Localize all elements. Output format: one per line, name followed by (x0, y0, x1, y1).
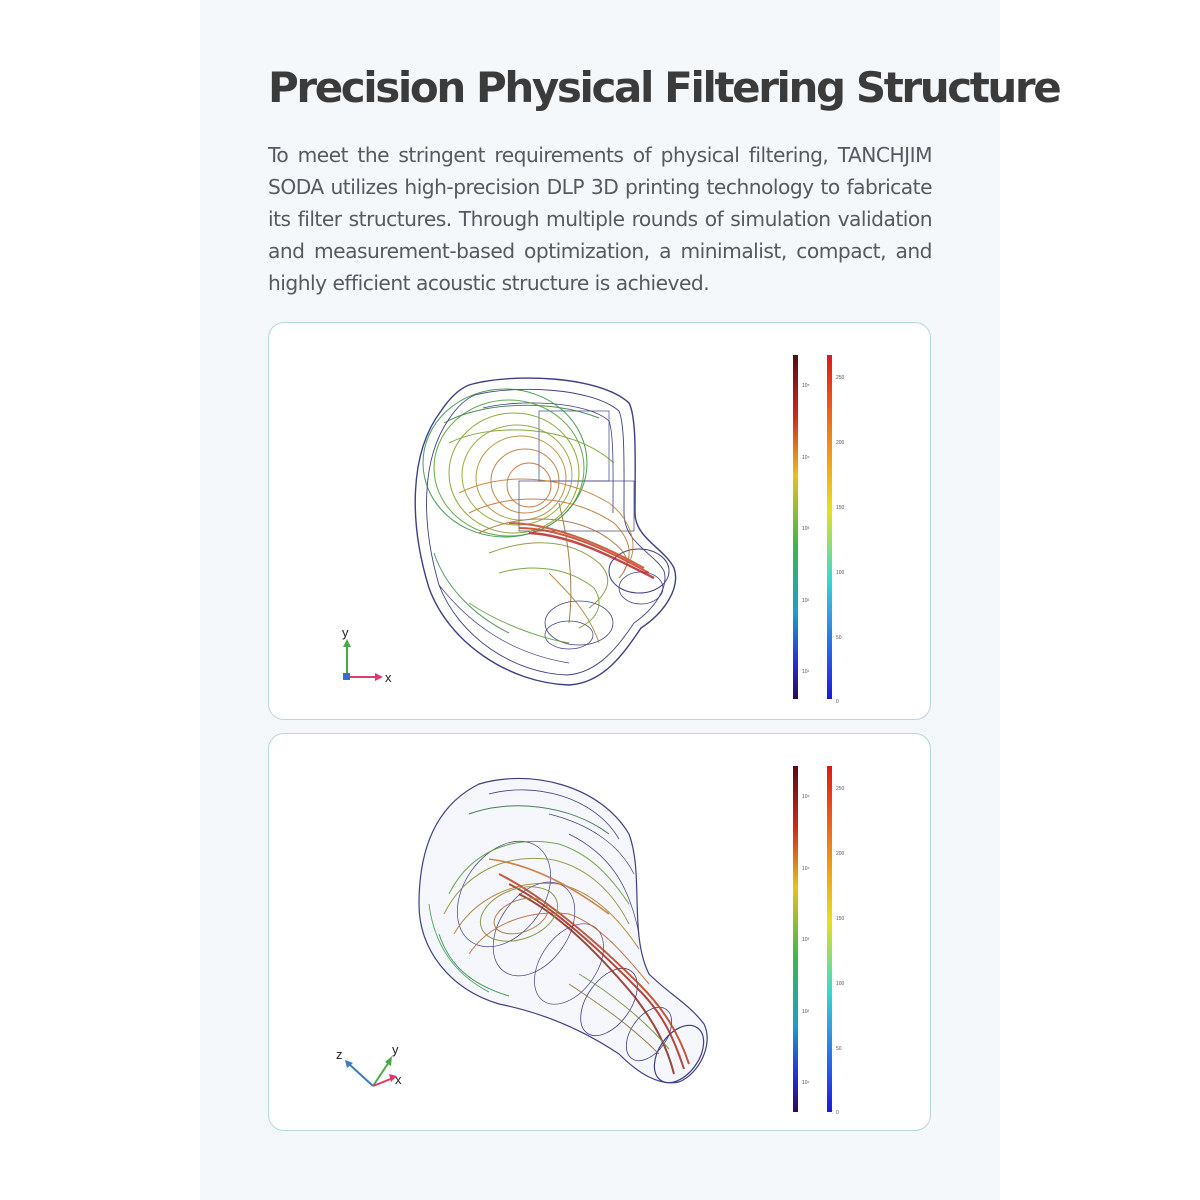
scale-left-label: 10² (802, 598, 810, 604)
scale-left-label: 10² (802, 1009, 810, 1015)
scale-left-label: 10⁴ (802, 866, 810, 872)
scale-left-label: 10⁵ (802, 383, 810, 389)
simulation-panel-top: y x 10⁵ 10⁴ 10³ 10² 10¹ 250 200 150 100 … (268, 322, 931, 720)
scale-right-label: 200 (836, 851, 845, 857)
simulation-panel-bottom: z y x 10⁵ 10⁴ 10³ 10² 10¹ 250 200 150 10… (268, 733, 931, 1131)
scale-left-label: 10³ (802, 937, 810, 943)
scale-left-label: 10⁵ (802, 794, 810, 800)
scale-right-label: 150 (836, 505, 845, 511)
earphone-flow-illustration-bottom: z y x 10⁵ 10⁴ 10³ 10² 10¹ 250 200 150 10… (336, 766, 845, 1116)
description-paragraph: To meet the stringent requirements of ph… (268, 143, 933, 295)
earphone-flow-illustration-top: y x 10⁵ 10⁴ 10³ 10² 10¹ 250 200 150 100 … (342, 355, 845, 705)
axis-indicator-top: y x (342, 625, 392, 685)
scale-right-label: 0 (836, 699, 839, 705)
scale-right-label: 150 (836, 916, 845, 922)
scale-left-label: 10¹ (802, 1080, 810, 1086)
axis-indicator-bottom: z y x (336, 1042, 402, 1087)
axis-label-x: x (385, 670, 392, 685)
axis-label-z: z (336, 1047, 343, 1062)
axis-label-x: x (395, 1072, 402, 1087)
scale-right-label: 100 (836, 570, 845, 576)
velocity-color-bar (793, 355, 798, 699)
axis-label-y: y (342, 625, 349, 640)
scale-left-label: 10³ (802, 526, 810, 532)
scale-right-label: 250 (836, 375, 845, 381)
pressure-color-bar (827, 766, 832, 1112)
page-title: Precision Physical Filtering Structure (268, 63, 1062, 112)
scale-right-label: 100 (836, 981, 845, 987)
scale-right-label: 250 (836, 786, 845, 792)
scale-right-label: 50 (836, 1046, 842, 1052)
scale-right-label: 50 (836, 635, 842, 641)
scale-right-label: 0 (836, 1110, 839, 1116)
scale-right-label: 200 (836, 440, 845, 446)
axis-label-y: y (392, 1042, 399, 1057)
pressure-color-bar (827, 355, 832, 699)
velocity-color-bar (793, 766, 798, 1112)
scale-left-label: 10¹ (802, 669, 810, 675)
scale-left-label: 10⁴ (802, 455, 810, 461)
